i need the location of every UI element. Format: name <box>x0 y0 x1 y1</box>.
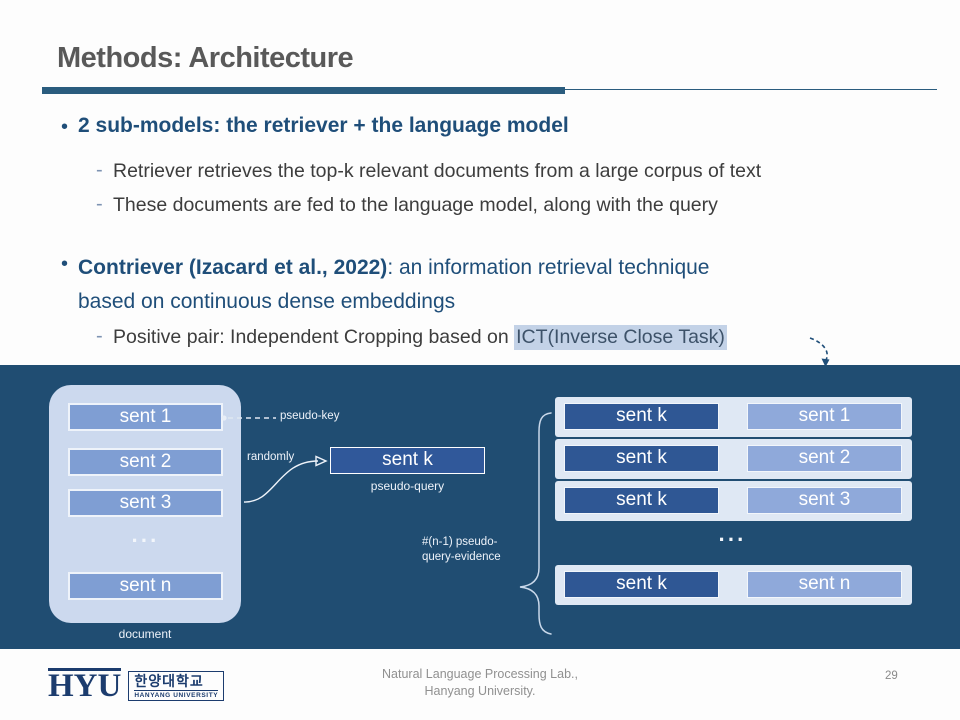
bullet-2-line2: based on continuous dense embeddings <box>78 290 456 313</box>
pair-right-box: sent n <box>747 571 902 598</box>
university-logo: HYU 한양대학교 HANYANG UNIVERSITY <box>48 668 225 704</box>
doc-sentence-box: sent 3 <box>68 489 223 517</box>
randomly-arrow <box>243 455 328 503</box>
bullet-2-rest: : an information retrieval technique <box>387 256 710 279</box>
dash-icon: - <box>96 193 103 215</box>
pseudo-key-label: pseudo-key <box>280 410 340 422</box>
evidence-label: #(n-1) pseudo- query-evidence <box>422 536 501 563</box>
bullet-2: Contriever (Izacard et al., 2022): an in… <box>78 251 710 319</box>
title-underline-thick <box>42 87 565 94</box>
pair-right-box: sent 2 <box>747 445 902 472</box>
doc-sentence-box: sent n <box>68 572 223 600</box>
logo-english-name: HANYANG UNIVERSITY <box>134 690 219 699</box>
dash-icon: - <box>96 325 103 347</box>
logo-korean-name: 한양대학교 <box>134 673 204 689</box>
pair-right-box: sent 1 <box>747 403 902 430</box>
bullet-3: Positive pair: Independent Cropping base… <box>113 325 727 350</box>
title-underline-thin <box>565 89 937 90</box>
document-ellipsis: ··· <box>131 528 160 553</box>
footer-lab-name: Natural Language Processing Lab., Hanyan… <box>382 667 578 698</box>
pseudo-key-dashed-line <box>221 415 276 421</box>
pair-left-box: sent k <box>564 487 719 514</box>
randomly-label: randomly <box>247 451 295 463</box>
bullet-1: 2 sub-models: the retriever + the langua… <box>78 114 569 137</box>
bullet-1-sub-1: Retriever retrieves the top-k relevant d… <box>113 160 762 182</box>
document-label: document <box>118 627 172 641</box>
pair-row: sent k sent 3 <box>555 481 912 521</box>
page-title: Methods: Architecture <box>57 42 354 74</box>
dash-icon: - <box>96 159 103 181</box>
bullet-1-sub-2: These documents are fed to the language … <box>113 194 718 216</box>
pseudo-query-box: sent k <box>330 447 485 474</box>
evidence-brace-icon <box>519 412 552 635</box>
pairs-ellipsis: ··· <box>718 527 747 552</box>
pseudo-query-label: pseudo-query <box>370 479 445 493</box>
logo-acronym: HYU <box>48 668 122 704</box>
pair-row: sent k sent 1 <box>555 397 912 437</box>
pair-left-box: sent k <box>564 571 719 598</box>
pair-row: sent k sent n <box>555 565 912 605</box>
ict-highlight: ICT(Inverse Close Task) <box>514 325 727 350</box>
pair-left-box: sent k <box>564 445 719 472</box>
pair-right-box: sent 3 <box>747 487 902 514</box>
bullet-dot: • <box>61 116 69 138</box>
bullet-dot: • <box>61 253 69 275</box>
bullet-2-bold: Contriever (Izacard et al., 2022) <box>78 256 388 279</box>
logo-text-block: 한양대학교 HANYANG UNIVERSITY <box>128 671 225 701</box>
pair-row: sent k sent 2 <box>555 439 912 479</box>
doc-sentence-box: sent 2 <box>68 448 223 476</box>
bullet-3-prefix: Positive pair: Independent Cropping base… <box>113 326 515 348</box>
page-number: 29 <box>885 670 898 682</box>
doc-sentence-box: sent 1 <box>68 403 223 431</box>
pair-left-box: sent k <box>564 403 719 430</box>
ict-dashed-arrow <box>809 337 830 367</box>
